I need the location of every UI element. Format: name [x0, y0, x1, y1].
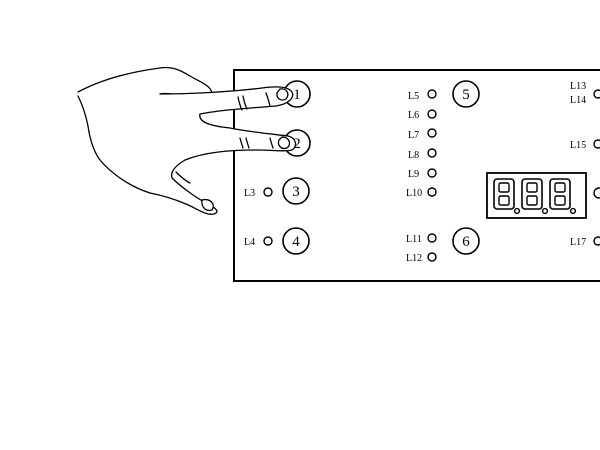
svg-text:L12: L12	[406, 253, 422, 264]
panel-outline	[233, 69, 600, 282]
svg-text:L5: L5	[408, 91, 419, 102]
indicator-l10: L10	[406, 187, 437, 199]
button-4-label: 4	[292, 234, 300, 250]
svg-text:L9: L9	[408, 169, 419, 180]
indicator-l13-l14: L13 L14	[570, 81, 600, 106]
button-4[interactable]: 4	[282, 227, 310, 255]
svg-text:L4: L4	[244, 237, 255, 248]
hand-pressing-icon	[77, 66, 297, 215]
button-3[interactable]: 3	[282, 177, 310, 205]
indicator-l7: L7	[408, 128, 437, 141]
svg-text:L17: L17	[570, 237, 586, 248]
indicator-l14-label: L14	[570, 95, 586, 106]
button-5[interactable]: 5	[452, 80, 480, 108]
indicator-l8: L8	[408, 148, 437, 161]
display-digit	[549, 178, 577, 215]
display-digits	[493, 178, 577, 215]
indicator-l9: L9	[408, 168, 437, 180]
button-5-label: 5	[462, 87, 470, 103]
display-digit	[493, 178, 521, 215]
button-6-label: 6	[462, 234, 470, 250]
svg-text:L7: L7	[408, 130, 419, 141]
button-6[interactable]: 6	[452, 227, 480, 255]
button-1-label: 1	[293, 87, 301, 103]
indicator-l5: L5	[408, 89, 437, 102]
indicator-l17: L17	[570, 236, 600, 248]
svg-text:L3: L3	[244, 188, 255, 199]
svg-text:L15: L15	[570, 140, 586, 151]
indicator-l11: L11	[406, 233, 437, 245]
svg-text:L6: L6	[408, 110, 419, 121]
button-3-label: 3	[292, 184, 300, 200]
indicator-right-edge	[593, 187, 600, 199]
indicator-l15: L15	[570, 139, 600, 151]
svg-text:L8: L8	[408, 150, 419, 161]
svg-text:L11: L11	[406, 234, 422, 245]
indicator-l13-label: L13	[570, 81, 586, 92]
button-2-label: 2	[293, 136, 301, 152]
indicator-l6: L6	[408, 109, 437, 121]
indicator-l12: L12	[406, 252, 437, 264]
indicator-l3: L3	[244, 187, 273, 199]
indicator-l4: L4	[244, 236, 273, 248]
svg-text:L10: L10	[406, 188, 422, 199]
seven-segment-display	[486, 172, 587, 219]
display-digit	[521, 178, 549, 215]
